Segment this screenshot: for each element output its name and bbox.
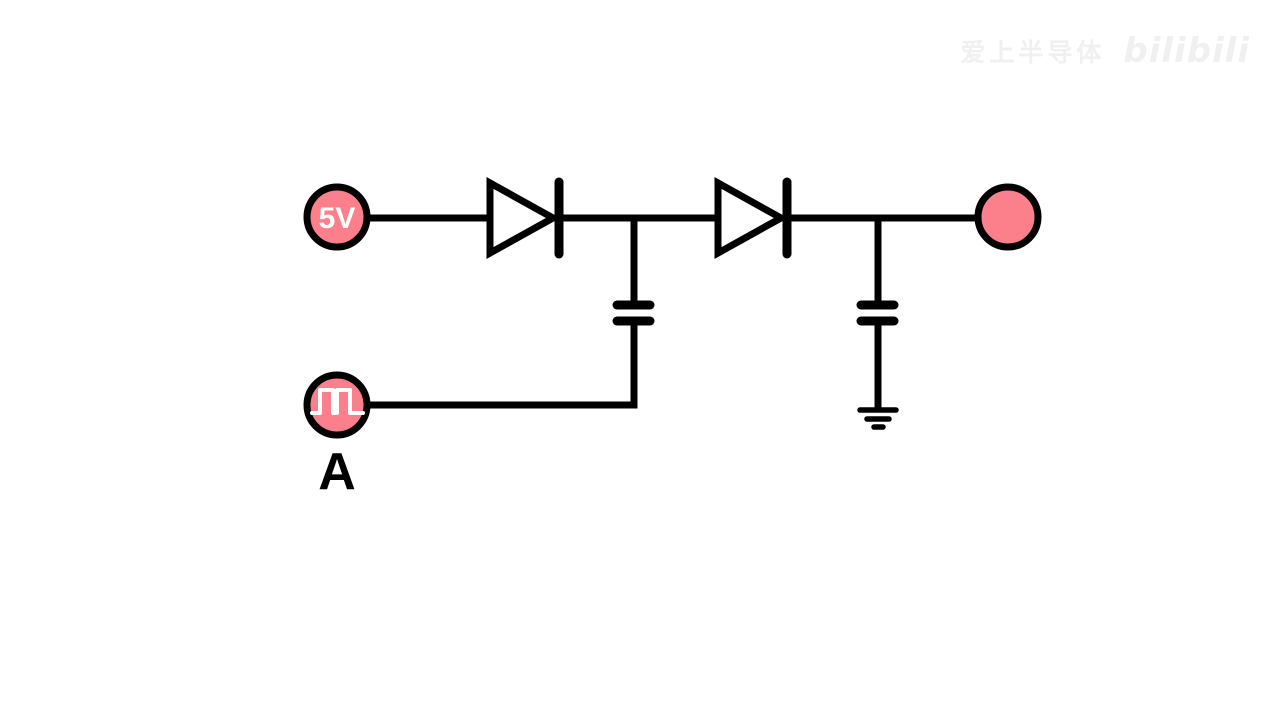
diode-2 xyxy=(714,177,792,259)
source-node-label: 5V xyxy=(319,202,356,235)
square-wave-icon xyxy=(310,388,365,415)
ground-icon xyxy=(857,407,899,430)
source-node-circle xyxy=(303,183,371,251)
input-node-a: A xyxy=(303,371,371,501)
wires xyxy=(368,214,978,409)
output-node xyxy=(974,183,1042,251)
wire-capacitor1-to-input xyxy=(368,323,638,409)
diode-2-triangle xyxy=(714,177,789,259)
source-node-5v: 5V xyxy=(303,183,371,251)
input-node-label: A xyxy=(318,443,356,501)
capacitor-1 xyxy=(612,300,655,326)
capacitor-2 xyxy=(856,300,899,326)
watermark: 爱上半导体 bilibili xyxy=(960,31,1250,71)
watermark-channel-text: 爱上半导体 xyxy=(960,39,1106,67)
diode-1 xyxy=(486,177,564,259)
diode-1-triangle xyxy=(486,177,561,259)
bilibili-logo: bilibili xyxy=(1123,31,1250,71)
output-node-circle xyxy=(974,183,1042,251)
